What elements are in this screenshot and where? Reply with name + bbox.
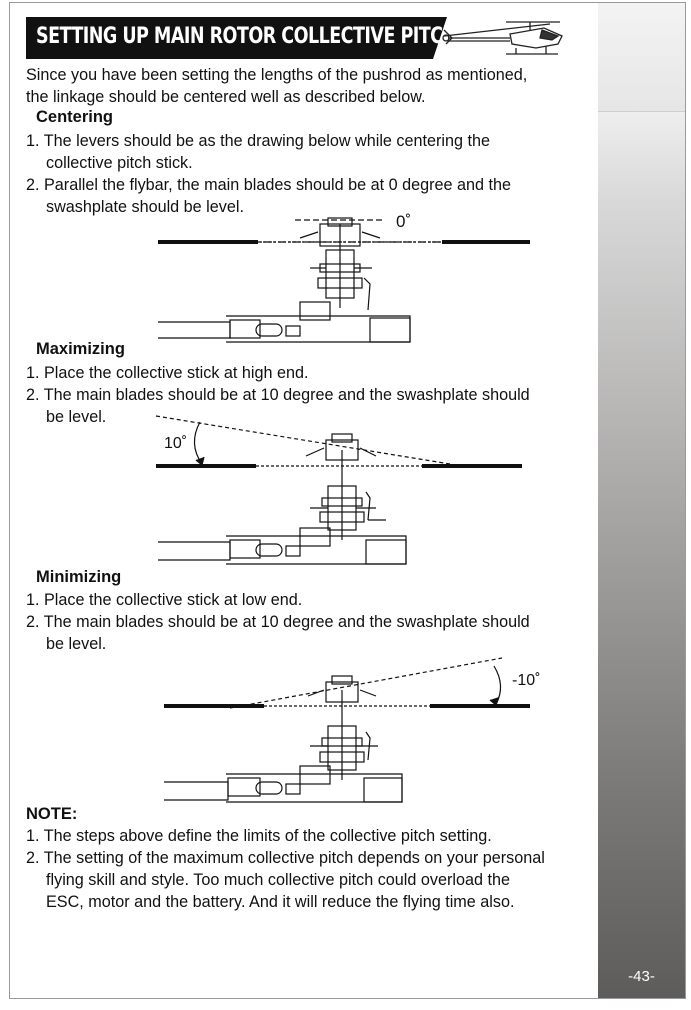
minimizing-step-2-cont: be level. (46, 635, 107, 653)
note-line-2: 2. The setting of the maximum collective… (26, 849, 545, 867)
angle-label-minimizing: -10˚ (512, 672, 540, 689)
title-bar: SETTING UP MAIN ROTOR COLLECTIVE PITCH A… (26, 17, 526, 59)
rotor-head-diagram-minimizing: -10˚ (164, 657, 540, 803)
angle-label-centering: 0˚ (396, 212, 411, 231)
note-line-4: ESC, motor and the battery. And it will … (46, 893, 515, 911)
centering-step-2: 2. Parallel the flybar, the main blades … (26, 176, 512, 194)
minimizing-heading: Minimizing (36, 568, 122, 586)
note-heading: NOTE: (26, 805, 78, 823)
maximizing-heading: Maximizing (36, 340, 125, 358)
note-line-3: flying skill and style. Too much collect… (46, 871, 510, 889)
intro-line-2: the linkage should be centered well as d… (26, 88, 426, 106)
maximizing-step-2: 2. The main blades should be at 10 degre… (26, 386, 530, 404)
maximizing-step-2-cont: be level. (46, 408, 107, 426)
note-line-1: 1. The steps above define the limits of … (26, 827, 492, 845)
page-number: -43- (628, 968, 655, 985)
centering-step-1-cont: collective pitch stick. (46, 154, 193, 172)
page-frame (9, 2, 686, 999)
maximizing-step-1: 1. Place the collective stick at high en… (26, 364, 309, 382)
side-band-top (598, 3, 685, 112)
centering-step-1: 1. The levers should be as the drawing b… (26, 132, 491, 150)
rotor-head-diagram-maximizing: 10˚ (155, 415, 522, 565)
centering-step-2-cont: swashplate should be level. (46, 198, 244, 216)
intro-line-1: Since you have been setting the lengths … (26, 66, 528, 84)
minimizing-step-2: 2. The main blades should be at 10 degre… (26, 613, 530, 631)
angle-label-maximizing: 10˚ (164, 435, 187, 452)
minimizing-step-1: 1. Place the collective stick at low end… (26, 591, 303, 609)
side-band (598, 3, 685, 998)
helicopter-icon (442, 21, 563, 55)
rotor-head-diagram-centering: 0˚ (158, 212, 530, 343)
centering-heading: Centering (36, 108, 114, 126)
title-bar-notch (433, 17, 447, 59)
